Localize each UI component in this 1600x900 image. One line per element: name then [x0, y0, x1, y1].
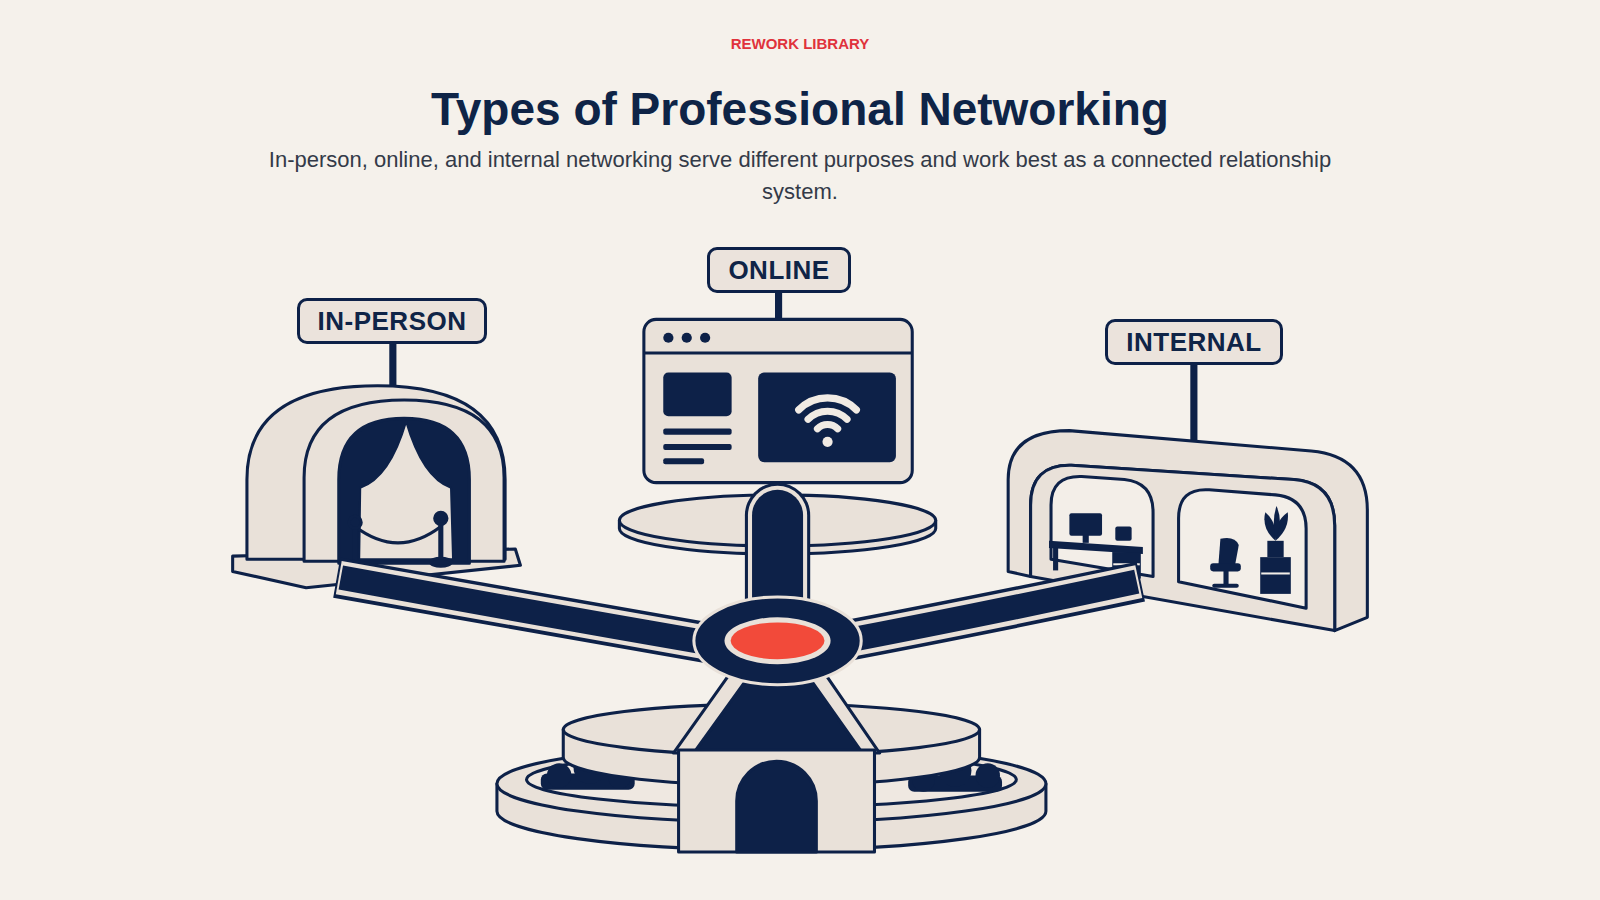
- wifi-icon: [799, 398, 857, 447]
- kicker-label: REWORK LIBRARY: [0, 34, 1600, 54]
- stanchion-top: [349, 516, 361, 528]
- wifi-panel: [758, 372, 896, 462]
- inperson-venue: [233, 342, 521, 588]
- kicker-label-wrap: REWORK LIBRARY: [0, 34, 1600, 54]
- sign-box: INTERNAL: [1105, 319, 1282, 365]
- content-line: [663, 458, 704, 464]
- plant-pot: [1267, 541, 1283, 557]
- road-outline: [835, 582, 1141, 643]
- browser-window: [644, 319, 912, 482]
- sign-label: IN-PERSON: [318, 306, 467, 336]
- cabinet-line: [1261, 572, 1290, 574]
- page-caption-wrap: In-person, online, and internal networki…: [255, 144, 1345, 208]
- base-platform: [497, 661, 1046, 852]
- desk-monitor: [1069, 513, 1102, 535]
- central-block: [679, 750, 875, 852]
- stanchion-base: [431, 558, 451, 566]
- venue-doorway: [339, 418, 470, 563]
- bush-leaf: [547, 763, 571, 787]
- content-block: [663, 372, 731, 416]
- desk-screen: [1115, 527, 1131, 541]
- road-edge: [835, 582, 1139, 643]
- sign-post: [775, 291, 782, 322]
- sign-post: [389, 342, 396, 390]
- wifi-arc: [808, 411, 847, 419]
- hub-inner-ring: [724, 617, 830, 664]
- wifi-dot: [822, 437, 832, 447]
- wifi-arc: [817, 424, 837, 428]
- plant-cabinet: [1260, 557, 1291, 594]
- content-line: [663, 444, 731, 450]
- hub-core: [694, 597, 861, 685]
- browser-bar-line: [644, 352, 912, 355]
- desk-leg: [1053, 548, 1058, 570]
- chair-back: [1218, 538, 1238, 567]
- road-path: [835, 582, 1137, 643]
- page-title-wrap: Types of Professional Networking: [0, 81, 1600, 137]
- sign-box: IN-PERSON: [297, 298, 488, 344]
- browser-content: [663, 333, 896, 465]
- page-caption: In-person, online, and internal networki…: [255, 144, 1345, 208]
- sign-label: ONLINE: [728, 255, 829, 285]
- cabinet-lines: [1113, 564, 1290, 573]
- hub-ring: [694, 597, 861, 685]
- monitor-stand: [1083, 535, 1089, 543]
- content-line: [663, 429, 731, 435]
- browser-dot: [682, 333, 692, 343]
- browser-dot: [700, 333, 710, 343]
- sign-box: ONLINE: [707, 247, 850, 293]
- road-edge: [339, 578, 720, 645]
- bush-leaf: [976, 763, 1000, 787]
- browser-dot: [663, 333, 673, 343]
- sign-label: INTERNAL: [1126, 327, 1261, 357]
- plant-leaf: [1274, 506, 1280, 539]
- page-title: Types of Professional Networking: [0, 81, 1600, 137]
- office-bay: [1179, 490, 1307, 608]
- stanchion-rope: [355, 527, 441, 543]
- road-outline: [337, 578, 720, 645]
- sign-post: [1190, 363, 1197, 441]
- stanchion-top: [435, 512, 447, 524]
- road-path: [341, 578, 720, 645]
- chair-seat: [1210, 563, 1241, 571]
- chair-base: [1212, 584, 1239, 588]
- chair-stem: [1223, 570, 1228, 584]
- hub-center: [731, 622, 825, 659]
- central-door: [737, 761, 817, 852]
